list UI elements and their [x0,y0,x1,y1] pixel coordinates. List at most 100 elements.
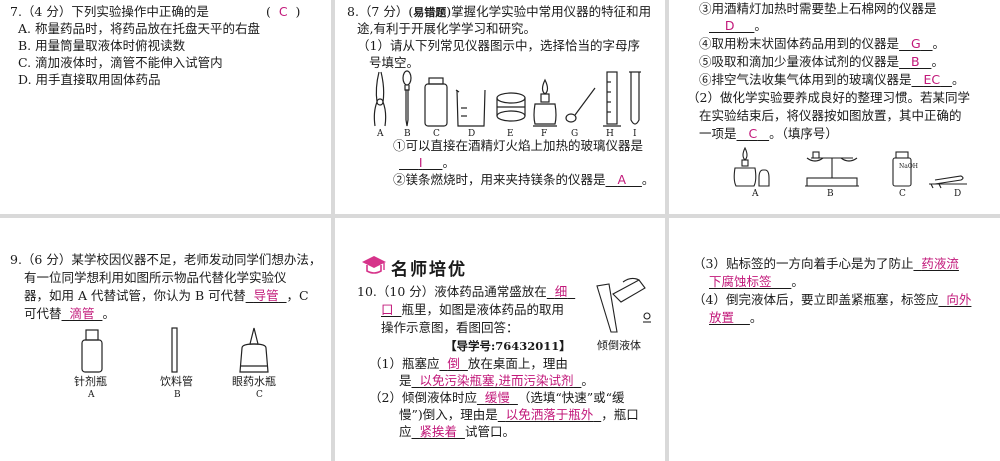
q10-s2b: 慢”)倒入，理由是 以免洒落于瓶外 ，瓶口 [399,407,639,422]
section-banner: 名师培优 [391,260,467,280]
q9-line2: 有一位同学想利用如图所示物品代替化学实验仪 [24,270,287,285]
test-tube-icon [629,71,641,125]
q8-item5-answer: B [910,54,920,69]
q10-line2: 口 瓶里，如图是液体药品的取用 [381,302,564,317]
q8-item2-answer: A [617,172,626,187]
q9-item-a-name: 针剂瓶 [74,375,107,388]
q10-s2b-answer: 以免洒落于瓶外 [505,407,594,422]
q8-item4: ④取用粉末状固体药品用到的仪器是 G 。 [699,36,946,51]
alcohol-lamp-icon [533,78,557,127]
pouring-liquid-figure [596,277,651,333]
q8-item6: ⑥排空气法收集气体用到的玻璃仪器是 EC 。 [699,72,965,87]
fig-letter-b: B [827,189,834,199]
q8-item1-answer: I [418,155,423,170]
q7-option-d: D. 用手直接取用固体药品 [18,72,161,87]
q10-s4-line1: （4）倒完液体后，要立即盖紧瓶塞，标签应 向外 [693,292,972,307]
q10-s2c: 应 紧挨着 试管口。 [399,424,515,439]
q9-answer-c: 滴管 [69,306,95,321]
q8-item1-line1: ①可以直接在酒精灯火焰上加热的玻璃仪器是 [393,138,644,153]
q9-line3: 器，如用 A 代替试管，你认为 B 可代替 导管 ，C [24,288,309,303]
naoh-label: NaOH [899,163,918,170]
q8-sub1-line2: 号填空。 [369,55,420,70]
q10-s3-answer-1: 药液流 [921,256,959,271]
q8-letter-e: E [507,129,514,139]
q8-letter-d: D [468,129,476,139]
q7-stem: 7.（4 分）下列实验操作中正确的是 [10,4,209,19]
q7-answer: C [278,4,288,19]
q10-code: 【导学号:76432011】 [445,339,571,353]
drinking-straw-icon [171,327,178,373]
q8-letter-h: H [606,129,614,139]
q10-s4-answer-2: 放置 [709,310,735,325]
q8-tag: 易错题 [413,6,447,19]
q8-item3-line2: D 。 [709,18,767,34]
q10-answer-bottle-1: 细 [554,284,568,299]
q10-s1b: 是 以免污染瓶塞,进而污染试剂 。 [399,373,594,388]
beaker-icon [455,89,486,127]
q10-s2c-answer: 紧挨着 [419,424,457,439]
q7-option-b: B. 用量筒量取液体时俯视读数 [18,38,186,53]
vial-icon [81,329,103,373]
q8-letter-b: B [404,129,411,139]
tidy-up-figure [733,146,967,189]
q9-item-b-letter: B [174,390,181,400]
q10-s4-line2: 放置 。 [709,310,763,325]
q8-item4-answer: G [910,36,921,51]
q8-letter-f: F [541,129,548,139]
q8-item3-line1: ③用酒精灯加热时需要垫上石棉网的仪器是 [699,1,937,16]
q9-line4: 可代替 滴管 。 [24,306,115,321]
q10-s3-answer-2: 下腐蚀标签 [709,274,772,289]
q10-s2-answer: 缓慢 [484,390,510,405]
dropper-icon [402,70,412,127]
q8-letter-i: I [633,129,637,139]
graduation-cap-icon [362,256,386,274]
q8-item1-line2: I 。 [399,155,455,171]
q9-line1: 9.（6 分）某学校因仪器不足，老师发动同学们想办法， [10,252,322,267]
q10-figure-caption: 倾倒液体 [597,339,641,352]
q10-answer-bottle-2: 口 [381,302,394,317]
substitute-items-figure [81,327,269,373]
instrument-figure [373,70,641,127]
q10-s3-line1: （3）贴标签的一方向着手心是为了防止 药液流 [693,256,959,271]
q8-sub2-answer: C [748,126,758,141]
q8-item5: ⑤吸取和滴加少量液体试剂的仪器是 B 。 [699,54,944,69]
q10-s2: （2）倾倒液体时应 缓慢 （选填“快速”或“缓 [369,390,625,405]
q8-letter-a: A [377,129,384,139]
question-8-panel: 8.（7 分）(易错题)掌握化学实验中常用仪器的特征和用 途,有利于开展化学学习… [335,0,665,214]
medicine-spoon-icon [565,87,596,123]
question-10-continued-panel: （3）贴标签的一方向着手心是为了防止 药液流 下腐蚀标签 。 （4）倒完液体后，… [669,218,1000,461]
q7-option-c: C. 滴加液体时，滴管不能伸入试管内 [18,55,223,70]
q9-item-c-name: 眼药水瓶 [232,375,276,388]
eye-drop-bottle-icon [239,327,269,373]
crucible-tongs-icon [373,71,387,127]
q10-s4-answer-1: 向外 [946,292,972,307]
question-9-panel: 9.（6 分）某学校因仪器不足，老师发动同学们想办法， 有一位同学想利用如图所示… [0,218,331,461]
question-8-continued-panel: ③用酒精灯加热时需要垫上石棉网的仪器是 D 。 ④取用粉末状固体药品用到的仪器是… [669,0,1000,214]
fig-letter-a: A [752,189,759,199]
gas-bottle-icon [496,92,526,122]
alcohol-lamp-icon [733,146,770,187]
q9-item-a-letter: A [88,390,95,400]
q10-line1: 10.（10 分）液体药品通常盛放在 细 [357,284,575,300]
q10-line3: 操作示意图，看图回答： [381,320,519,335]
q10-s1-answer: 倒 [447,356,460,371]
question-10-panel: 名师培优 10.（10 分）液体药品通常盛放在 细 口 瓶里，如图是液体药品的取… [335,218,665,461]
fig-letter-d: D [954,189,962,199]
q8-line2: 途,有利于开展化学学习和研究。 [357,21,536,36]
q8-letter-c: C [433,129,440,139]
q10-s1: （1）瓶塞应 倒 放在桌面上，理由 [369,356,568,371]
q8-line1: 8.（7 分）(易错题)掌握化学实验中常用仪器的特征和用 [347,4,652,19]
q8-sub2-line1: （2）做化学实验要养成良好的整理习惯。若某同学 [687,90,970,105]
q9-answer-b: 导管 [253,288,279,303]
q8-sub1-line1: （1）请从下列常见仪器图示中，选择恰当的字母序 [357,38,640,53]
q10-s1b-answer: 以免污染瓶塞,进而污染试剂 [419,373,574,388]
q8-item3-answer: D [724,18,735,33]
fig-letter-c: C [899,189,906,199]
q10-s3-line2: 下腐蚀标签 。 [709,274,804,289]
q9-item-c-letter: C [256,390,263,400]
q7-option-a: A. 称量药品时，将药品放在托盘天平的右盘 [18,21,260,36]
graduated-cylinder-icon [603,71,621,127]
naoh-bottle-icon [892,151,912,187]
q9-item-b-name: 饮料管 [160,375,193,388]
q8-sub2-line2: 在实验结束后，将仪器按如图放置，其中正确的 [699,108,962,123]
